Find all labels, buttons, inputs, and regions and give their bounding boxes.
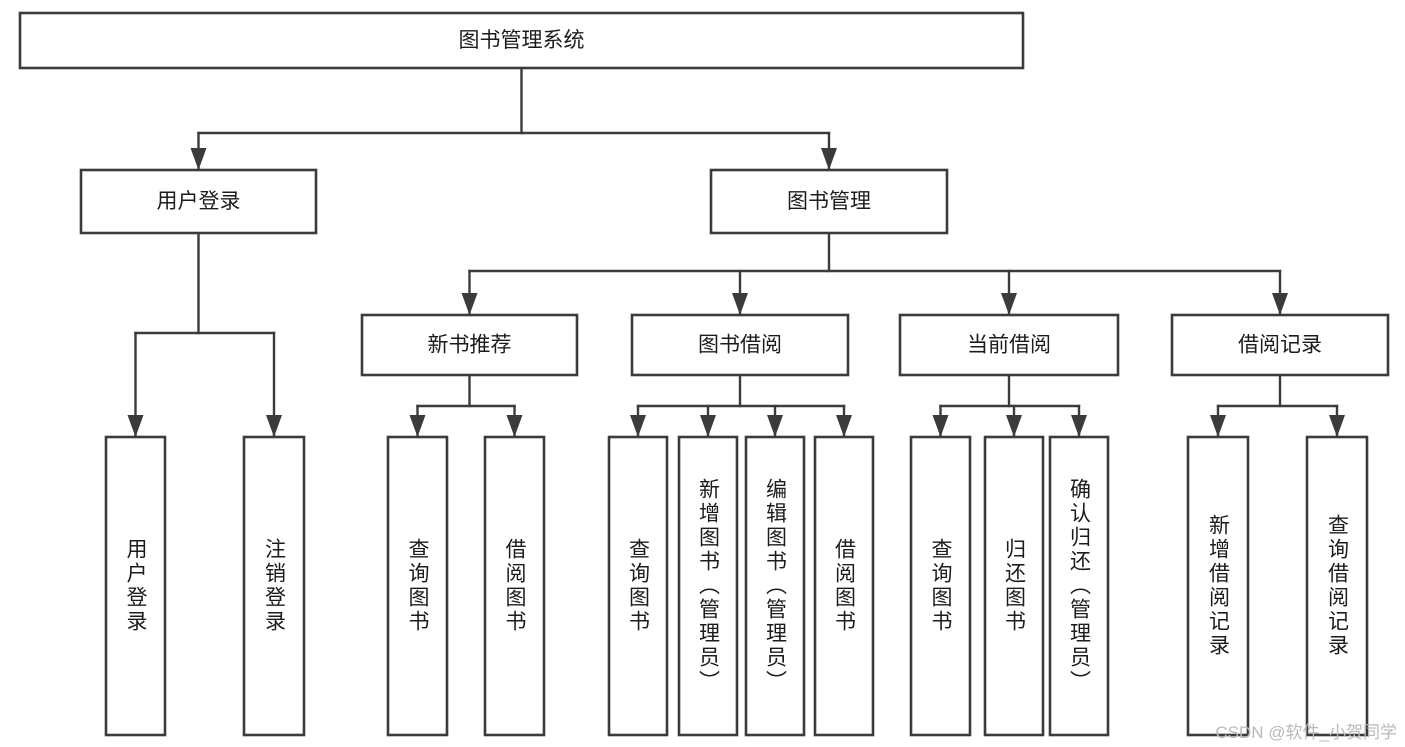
arrow-head-icon <box>932 415 949 437</box>
leaf-node-0-box[interactable] <box>104 435 167 737</box>
arrow-head-icon <box>836 415 852 437</box>
arrow-head-icon <box>127 415 144 437</box>
arrow-head-icon <box>732 293 748 315</box>
level2-node-0-box[interactable] <box>360 313 579 377</box>
leaf-node-8-box[interactable] <box>909 435 972 737</box>
csdn-watermark: CSDN @软件_小贺同学 <box>1215 723 1397 742</box>
level2-node-0-label: 新书推荐 <box>428 334 512 357</box>
level1-node-0-label: 用户登录 <box>157 190 241 213</box>
root-node-label: 图书管理系统 <box>459 29 585 52</box>
arrow-head-icon <box>1006 415 1022 437</box>
leaf-node-7-box[interactable] <box>813 435 875 737</box>
level2-node-3-label: 借阅记录 <box>1238 334 1322 357</box>
arrow-head-icon <box>1329 415 1345 437</box>
level1-node-1-label: 图书管理 <box>787 190 871 213</box>
arrow-head-icon <box>266 415 282 437</box>
level1-node-0-box[interactable] <box>79 168 318 235</box>
arrow-head-icon <box>1071 415 1087 437</box>
arrow-head-icon <box>1272 293 1288 315</box>
arrow-head-icon <box>190 148 207 170</box>
arrow-head-icon <box>821 148 837 170</box>
leaf-node-12-box[interactable] <box>1305 435 1369 737</box>
level2-node-3-box[interactable] <box>1170 313 1390 377</box>
arrow-head-icon <box>767 415 783 437</box>
leaf-node-11-box[interactable] <box>1186 435 1250 737</box>
leaf-node-5-box[interactable] <box>677 435 739 737</box>
arrow-head-icon <box>630 415 646 437</box>
level2-node-1-box[interactable] <box>630 313 850 377</box>
leaf-node-2-box[interactable] <box>386 435 449 737</box>
leaf-node-4-box[interactable] <box>607 435 669 737</box>
arrow-head-icon <box>1001 293 1017 315</box>
arrow-head-icon <box>506 415 523 437</box>
leaf-node-1-box[interactable] <box>242 435 306 737</box>
node-box-group <box>18 11 1390 737</box>
leaf-node-10-box[interactable] <box>1048 435 1110 737</box>
root-node-box[interactable] <box>18 11 1025 70</box>
leaf-node-3-box[interactable] <box>483 435 546 737</box>
level2-node-1-label: 图书借阅 <box>698 334 782 357</box>
arrow-head-icon <box>700 415 716 437</box>
leaf-node-6-box[interactable] <box>744 435 806 737</box>
connector-group <box>127 66 1345 438</box>
level2-node-2-label: 当前借阅 <box>967 334 1051 357</box>
arrow-head-icon <box>409 415 426 437</box>
arrow-head-icon <box>1210 415 1226 437</box>
leaf-node-9-box[interactable] <box>983 435 1045 737</box>
level2-node-2-box[interactable] <box>898 313 1120 377</box>
arrow-head-icon <box>461 293 478 315</box>
level1-node-1-box[interactable] <box>709 168 949 235</box>
